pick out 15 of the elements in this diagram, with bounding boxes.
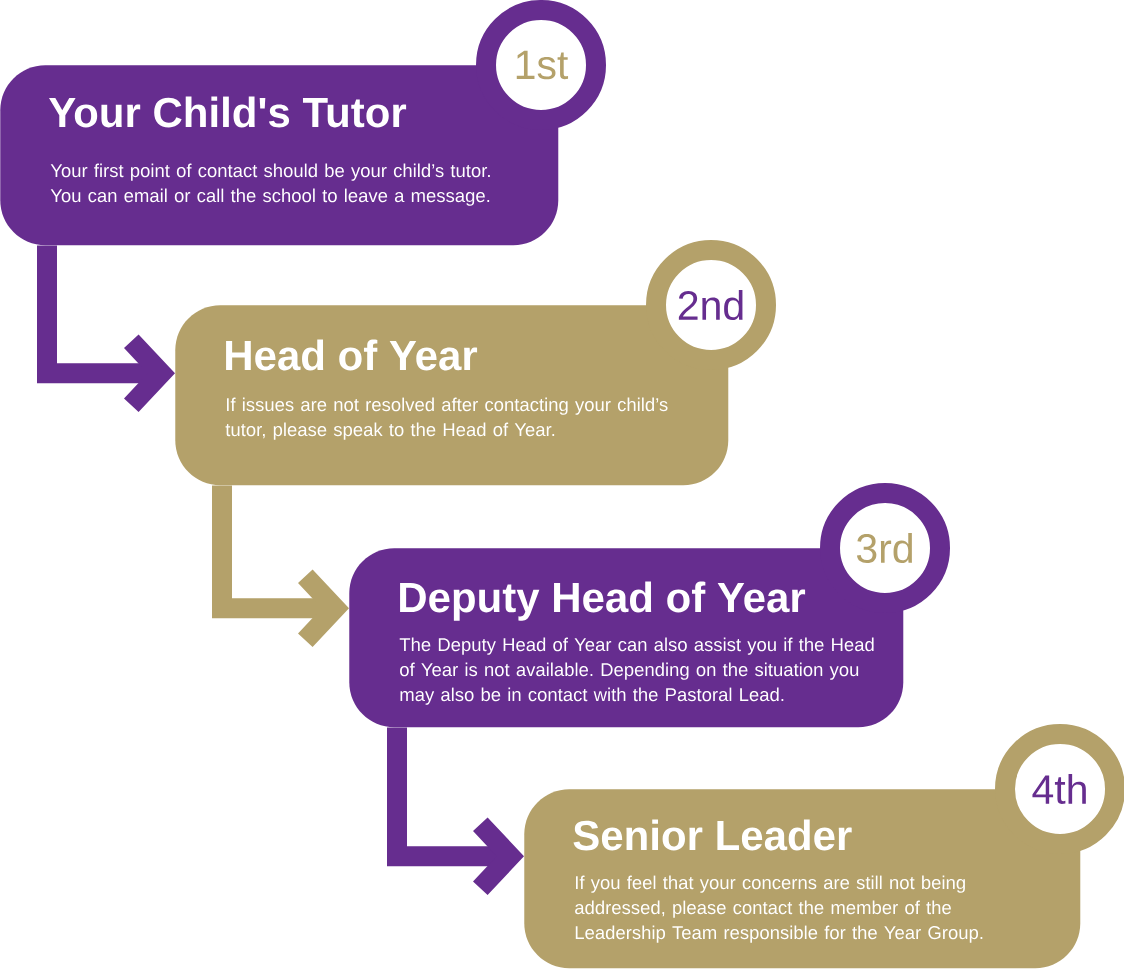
node-label: 4th <box>1032 773 1086 804</box>
rank-badge: 3rd <box>820 483 950 613</box>
step-title: Senior Leader <box>573 819 852 851</box>
node-label: 3rd <box>856 532 912 564</box>
arrow <box>387 727 524 896</box>
step-title: Your Child's Tutor <box>49 96 407 128</box>
step-description: If issues are not resolved after contacting your child’s tutor, please speak to the Head of Year. <box>225 397 668 440</box>
step-description: Your first point of contact should be your child’s tutor. You can email or call the school to leave a message. <box>50 163 490 206</box>
rank-badge: 4th <box>995 724 1124 854</box>
rank-badge: 2nd <box>646 240 776 370</box>
step-description: If you feel that your concerns are still not being addressed, please contact the member of the Leadership Team responsible for the Year Group. <box>575 875 983 943</box>
step-title: Deputy Head of Year <box>400 581 806 621</box>
step-description: The Deputy Head of Year can also assist you if the Head of Year is not available. Depending on the situation you may also be in contact with the Pastoral Lead. <box>399 637 874 705</box>
step-title: Head of Year <box>226 339 478 371</box>
rank-badge: 1st <box>476 0 606 130</box>
